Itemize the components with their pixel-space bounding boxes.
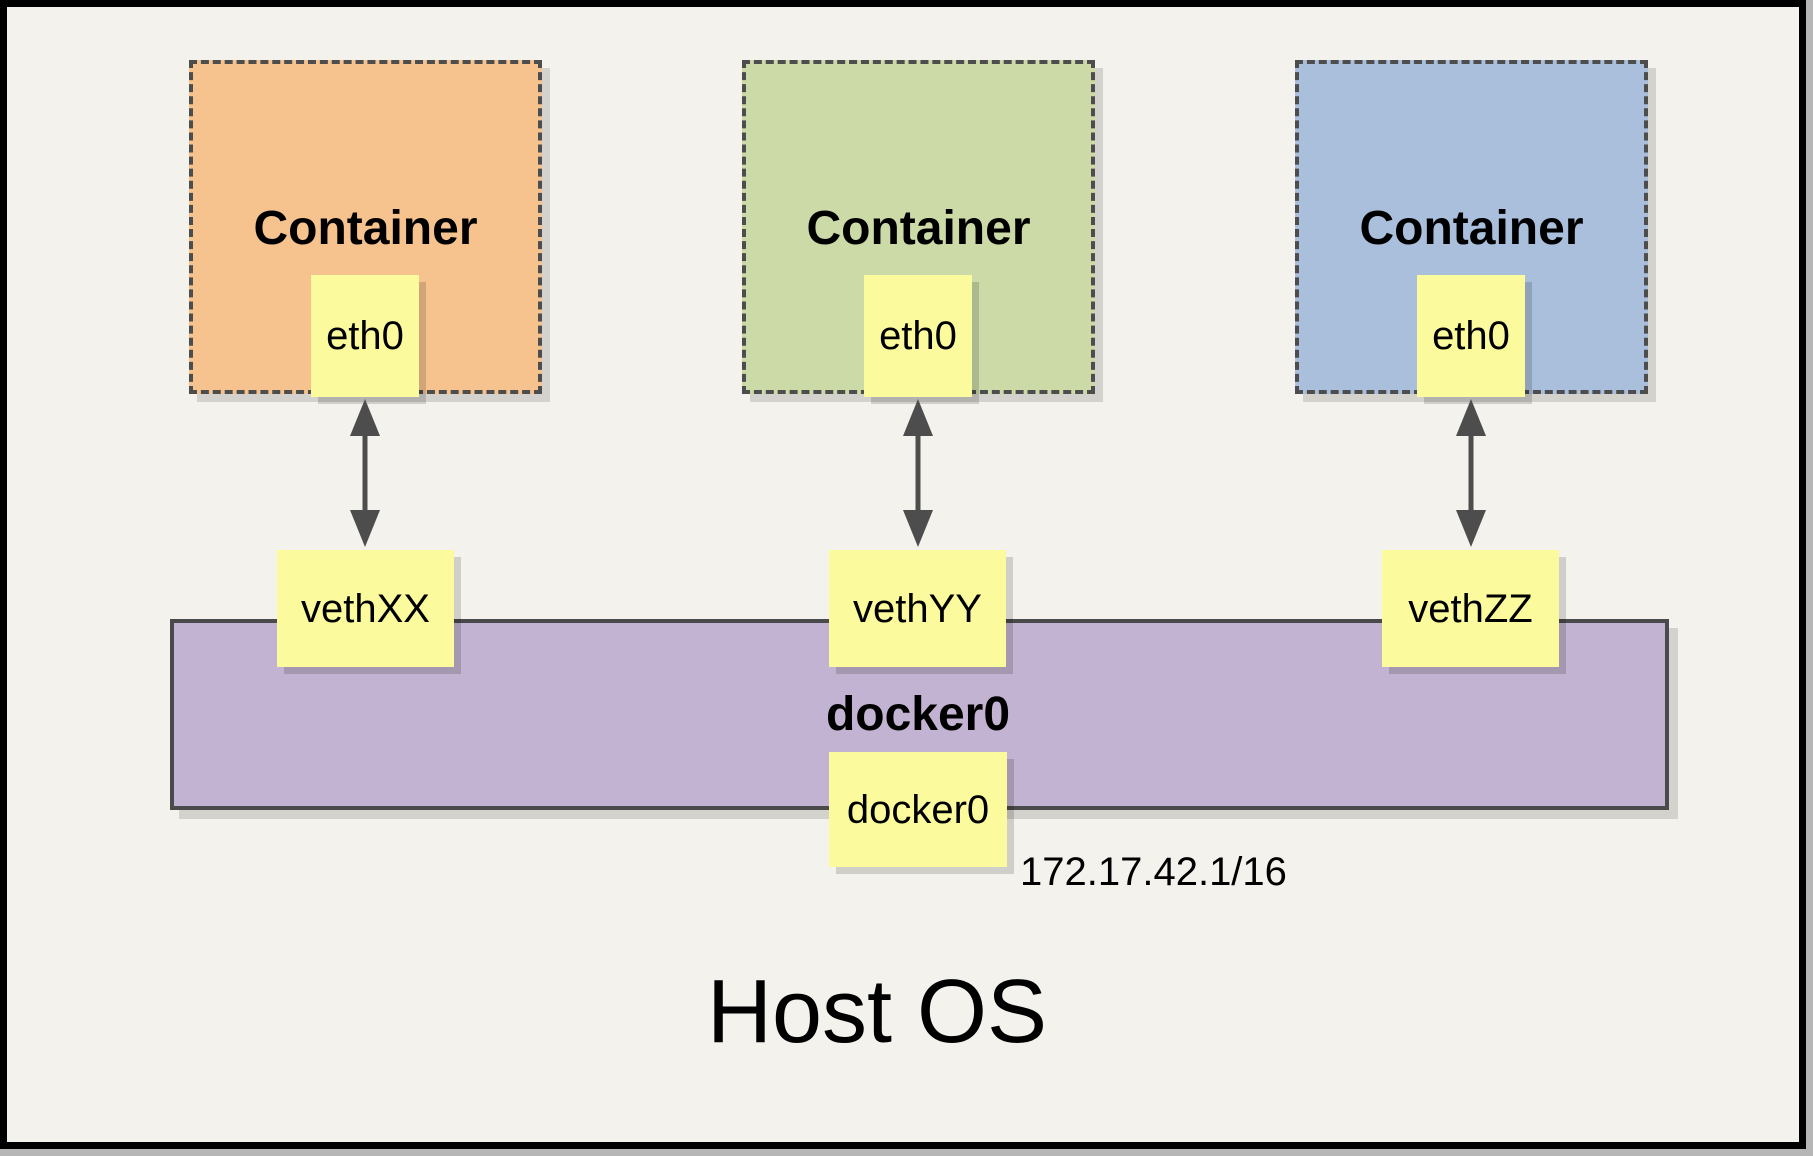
- container-label: Container: [806, 202, 1031, 255]
- docker0-interface-badge: docker0: [829, 752, 1007, 867]
- container-label: Container: [253, 202, 478, 255]
- veth-badge-2: vethYY: [829, 550, 1006, 667]
- veth-badge-3: vethZZ: [1382, 550, 1559, 667]
- host-os-label: Host OS: [706, 962, 1048, 1062]
- bridge-ip-label: 172.17.42.1/16: [1020, 850, 1287, 894]
- docker0-bridge-label: docker0: [825, 688, 1011, 741]
- container-label: Container: [1359, 202, 1584, 255]
- eth0-badge-1: eth0: [311, 275, 419, 397]
- eth0-badge-3: eth0: [1417, 275, 1525, 397]
- arrows-layer: [350, 399, 1486, 547]
- connection-arrow-2: [903, 399, 933, 547]
- connection-arrow-1: [350, 399, 380, 547]
- connection-arrow-3: [1456, 399, 1486, 547]
- veth-badge-1: vethXX: [277, 550, 454, 667]
- eth0-badge-2: eth0: [864, 275, 972, 397]
